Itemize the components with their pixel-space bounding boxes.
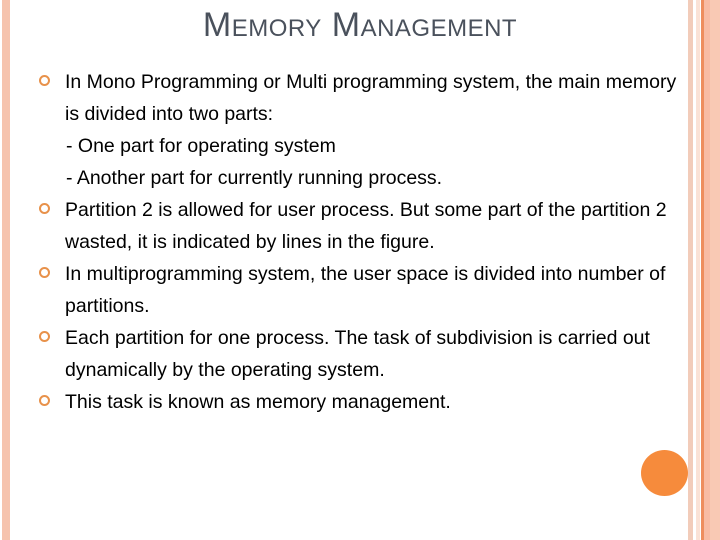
right-accent-bar-2 <box>696 0 700 540</box>
list-item: Partition 2 is allowed for user process.… <box>34 194 682 258</box>
ring-bullet-icon <box>39 75 50 86</box>
right-accent-bar-5 <box>710 0 720 540</box>
ring-bullet-icon <box>39 395 50 406</box>
right-accent-bar-1 <box>688 0 693 540</box>
list-item-text: Partition 2 is allowed for user process.… <box>65 199 667 253</box>
ring-bullet-icon <box>39 331 50 342</box>
list-item-subline: - Another part for currently running pro… <box>66 167 443 189</box>
right-accent-bar-3 <box>701 0 704 540</box>
right-accent-bar-4 <box>704 0 710 540</box>
ring-bullet-icon <box>39 203 50 214</box>
list-item-text: This task is known as memory management. <box>65 391 451 413</box>
list-item-text: In Mono Programming or Multi programming… <box>65 71 677 125</box>
list-item: In Mono Programming or Multi programming… <box>34 66 682 194</box>
list-item: Each partition for one process. The task… <box>34 322 682 386</box>
left-accent-bar <box>2 0 10 540</box>
list-item-subline: - One part for operating system <box>66 135 336 157</box>
bullet-list: In Mono Programming or Multi programming… <box>34 66 682 418</box>
page-title: Memory Management <box>202 6 518 44</box>
slide-body: In Mono Programming or Multi programming… <box>34 66 682 418</box>
orange-circle-accent <box>641 450 688 496</box>
list-item-text: Each partition for one process. The task… <box>65 327 650 381</box>
list-item-text: In multiprogramming system, the user spa… <box>65 263 666 317</box>
list-item: This task is known as memory management. <box>34 386 682 418</box>
ring-bullet-icon <box>39 267 50 278</box>
list-item: In multiprogramming system, the user spa… <box>34 258 682 322</box>
